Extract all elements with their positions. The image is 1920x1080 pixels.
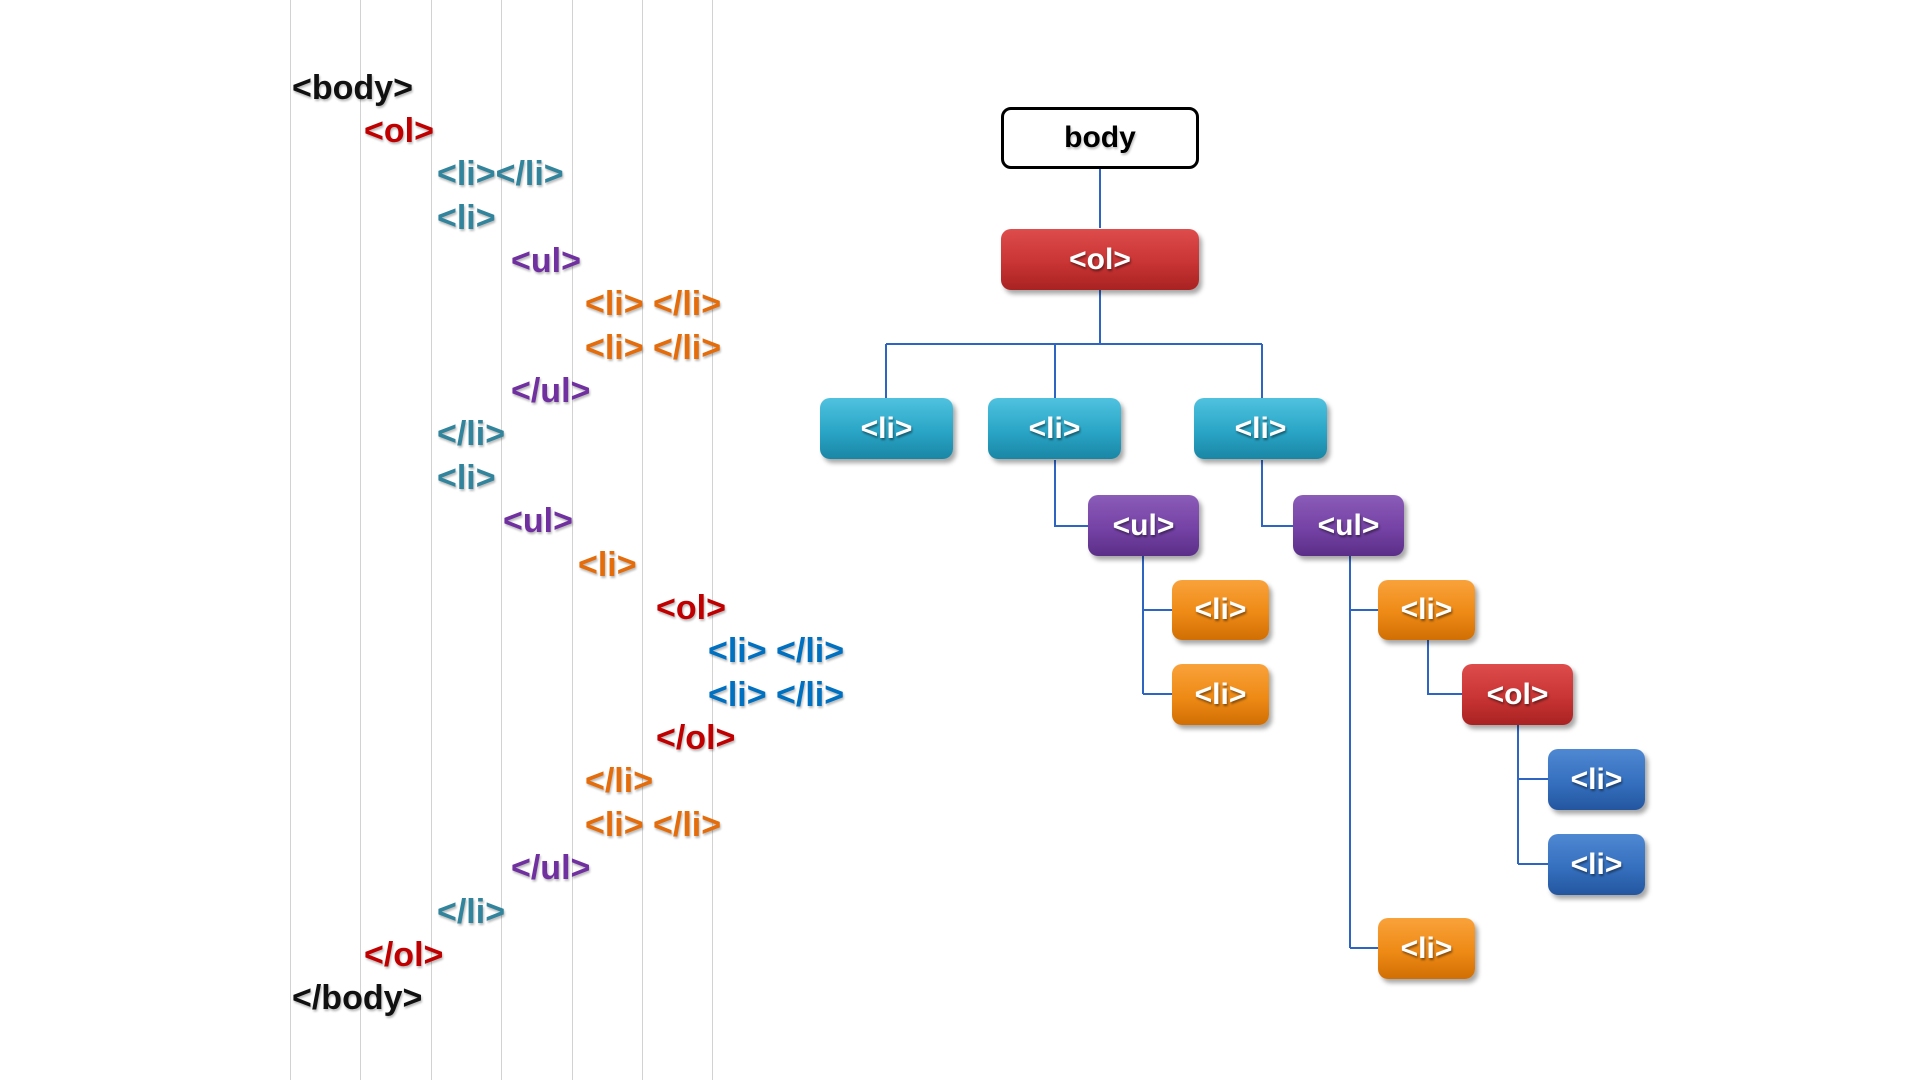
tree-node-li: <li> [820,398,953,459]
code-line-li-open: <li> [578,546,637,584]
code-line-li-open: <li> [437,199,496,237]
tree-node-li: <li> [1548,834,1645,895]
code-line-li-empty: <li></li> [437,155,564,193]
code-line-body-close: </body> [292,979,423,1017]
code-line-li-item: <li> </li> [585,329,722,367]
code-line-ul-close: </ul> [511,849,591,887]
code-line-ol-open: <ol> [656,589,726,627]
code-line-ol-close: </ol> [364,936,444,974]
tree-node-ol: <ol> [1462,664,1573,725]
code-line-ol-close: </ol> [656,719,736,757]
indent-guide-line [290,0,291,1080]
connector-lib1-ol [1427,640,1462,695]
code-line-li-item: <li> </li> [585,285,722,323]
tree-node-li: <li> [1378,580,1475,640]
connector-li3-ulb [1261,460,1293,527]
code-line-li-item: <li> </li> [708,632,845,670]
connector-ulb-li [1349,555,1378,949]
tree-node-li: <li> [1194,398,1327,459]
code-line-ul-close: </ul> [511,372,591,410]
tree-node-li: <li> [1172,580,1269,640]
indent-guide-line [360,0,361,1080]
tree-node-body: body [1001,107,1199,169]
code-line-li-item: <li> </li> [585,806,722,844]
code-line-ol-open: <ol> [364,112,434,150]
indent-guide-line [642,0,643,1080]
indent-guide-line [572,0,573,1080]
tree-node-li: <li> [1378,918,1475,979]
code-line-li-close: </li> [585,762,654,800]
connector-ol-nested-li [1517,724,1548,865]
code-line-ul-open: <ul> [503,502,573,540]
tree-node-ol: <ol> [1001,229,1199,290]
code-line-li-open: <li> [437,459,496,497]
tree-node-ul: <ul> [1293,495,1404,556]
code-line-li-item: <li> </li> [708,676,845,714]
tree-node-li: <li> [1548,749,1645,810]
connector-ula-li [1142,555,1172,695]
code-line-li-close: </li> [437,893,506,931]
tree-node-li: <li> [1172,664,1269,725]
code-line-li-close: </li> [437,415,506,453]
connector-li2-ula [1054,460,1088,527]
tree-node-li: <li> [988,398,1121,459]
indent-guide-line [501,0,502,1080]
indent-guide-line [712,0,713,1080]
code-line-body-open: <body> [292,69,413,107]
tree-node-ul: <ul> [1088,495,1199,556]
connector-ol-li [885,290,1263,398]
indent-guide-line [431,0,432,1080]
code-line-ul-open: <ul> [511,242,581,280]
